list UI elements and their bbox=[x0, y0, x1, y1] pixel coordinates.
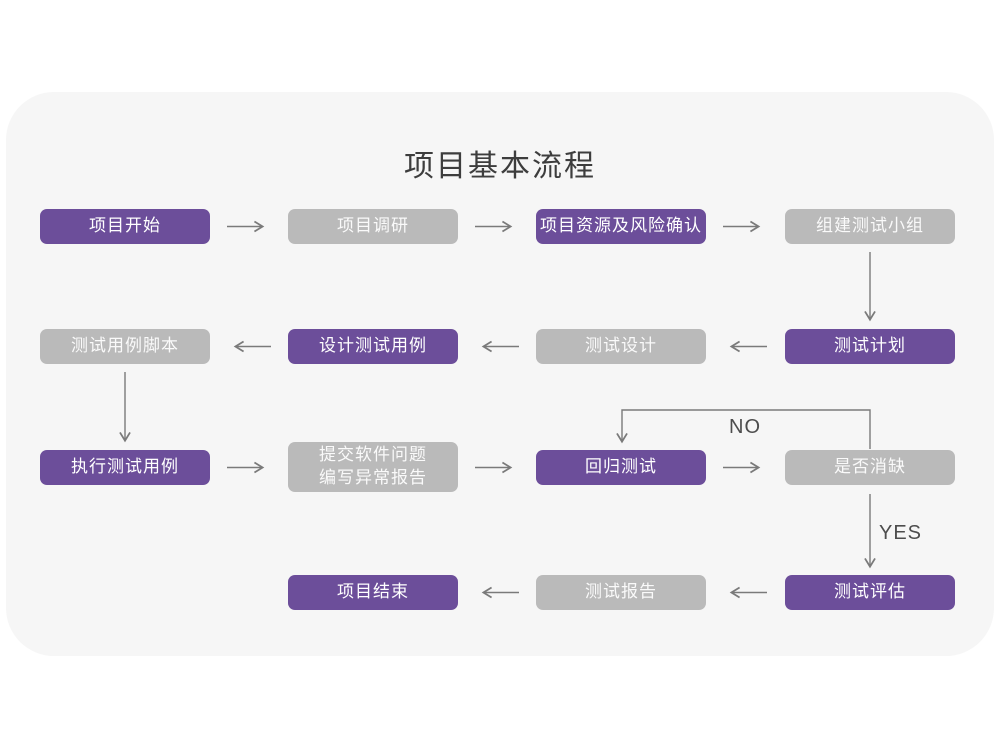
node-resource-risk: 项目资源及风险确认 bbox=[536, 209, 706, 244]
node-test-evaluation: 测试评估 bbox=[785, 575, 955, 610]
edge-label-no: NO bbox=[729, 416, 761, 438]
node-build-test-team: 组建测试小组 bbox=[785, 209, 955, 244]
page-title: 项目基本流程 bbox=[404, 150, 596, 183]
node-design-test-case: 设计测试用例 bbox=[288, 329, 458, 364]
node-project-research: 项目调研 bbox=[288, 209, 458, 244]
node-regression-test: 回归测试 bbox=[536, 450, 706, 485]
node-test-case-script: 测试用例脚本 bbox=[40, 329, 210, 364]
node-test-design: 测试设计 bbox=[536, 329, 706, 364]
node-project-start: 项目开始 bbox=[40, 209, 210, 244]
flowchart-card-background bbox=[6, 92, 994, 656]
node-test-report: 测试报告 bbox=[536, 575, 706, 610]
node-test-plan: 测试计划 bbox=[785, 329, 955, 364]
node-project-end: 项目结束 bbox=[288, 575, 458, 610]
node-defect-cleared: 是否消缺 bbox=[785, 450, 955, 485]
edge-label-yes: YES bbox=[879, 522, 923, 544]
node-submit-issue-report: 提交软件问题 编写异常报告 bbox=[288, 442, 458, 492]
node-execute-test-case: 执行测试用例 bbox=[40, 450, 210, 485]
